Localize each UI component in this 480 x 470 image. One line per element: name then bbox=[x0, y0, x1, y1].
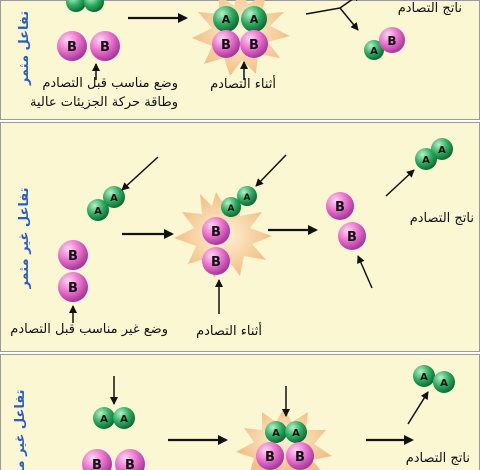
collision-complex: A A B B bbox=[256, 421, 314, 470]
atom-a-label: A bbox=[440, 378, 448, 389]
b2-molecule: B B bbox=[82, 449, 145, 470]
caption-before-line1: وضع مناسب قبل التصادم bbox=[42, 76, 178, 91]
caption-before-line2: وطاقة حركة الجزيئات عالية bbox=[30, 95, 178, 110]
atom-a-label: A bbox=[422, 155, 430, 166]
atom-b-label: B bbox=[211, 255, 221, 270]
caption-during: أثناء التصادم bbox=[196, 322, 262, 339]
atom-a-label: A bbox=[100, 414, 108, 425]
side-label-panel-2: تفاعل غير مثمر bbox=[17, 187, 32, 289]
atom-a-label: A bbox=[370, 46, 378, 57]
a2-product: A A bbox=[415, 138, 453, 170]
atom-a-label: A bbox=[272, 428, 280, 439]
atom-a-label: A bbox=[120, 414, 128, 425]
collision-complex: A A B B bbox=[202, 186, 257, 275]
atom-a-label: A bbox=[420, 372, 428, 383]
a2-molecule: A A bbox=[93, 407, 135, 429]
atom-a-label: A bbox=[292, 428, 300, 439]
atom-a-label: A bbox=[250, 13, 259, 26]
atom-a-label: A bbox=[110, 193, 118, 204]
caption-during: أثناء التصادم bbox=[210, 75, 276, 92]
panel-2-content: A A B B وضع غير مناسب قبل التصادم A A B … bbox=[10, 138, 474, 339]
atom-a-label: A bbox=[228, 204, 235, 214]
b2-molecule: B B bbox=[58, 240, 88, 302]
ab-product: A B bbox=[364, 27, 405, 60]
a2-product: A A bbox=[413, 365, 455, 393]
a2-molecule bbox=[66, 0, 104, 12]
caption-product: ناتج التصادم bbox=[406, 451, 470, 466]
caption-product: ناتج التصادم bbox=[398, 1, 462, 16]
atom-b-label: B bbox=[125, 458, 135, 470]
collision-complex: A A B B bbox=[212, 6, 268, 58]
atom-b-label: B bbox=[335, 200, 345, 215]
caption-before: وضع غير مناسب قبل التصادم bbox=[10, 322, 168, 337]
atom-a-label: A bbox=[244, 193, 251, 203]
atom-a-label: A bbox=[222, 13, 231, 26]
b2-molecule: B B bbox=[57, 31, 120, 61]
a2-molecule: A A bbox=[87, 186, 125, 221]
b2-product: B B bbox=[326, 192, 366, 250]
atom-b-label: B bbox=[100, 40, 110, 55]
atom-b-label: B bbox=[249, 38, 259, 53]
atom-b-label: B bbox=[221, 38, 231, 53]
side-label-panel-3: تفاعل غير مثمر bbox=[13, 389, 28, 470]
side-label-panel-1: تفاعل مثمر bbox=[17, 11, 32, 86]
atom-b-label: B bbox=[92, 458, 102, 470]
atom-a-label: A bbox=[94, 206, 102, 217]
atom-a-label: A bbox=[438, 145, 446, 156]
atom-b-label: B bbox=[68, 281, 78, 296]
atom-b-label: B bbox=[265, 450, 275, 465]
panel-3-content: A A B B A A B B A A bbox=[82, 365, 470, 470]
caption-product: ناتج التصادم bbox=[410, 211, 474, 226]
atom-b-label: B bbox=[347, 230, 357, 245]
atom-b-label: B bbox=[68, 249, 78, 264]
atom-b-label: B bbox=[211, 225, 221, 240]
panel-1-content: B B وضع مناسب قبل التصادم وطاقة حركة الج… bbox=[30, 0, 462, 110]
atom-b-label: B bbox=[67, 40, 77, 55]
atom-b-label: B bbox=[387, 34, 396, 48]
atom-b-label: B bbox=[295, 450, 305, 465]
